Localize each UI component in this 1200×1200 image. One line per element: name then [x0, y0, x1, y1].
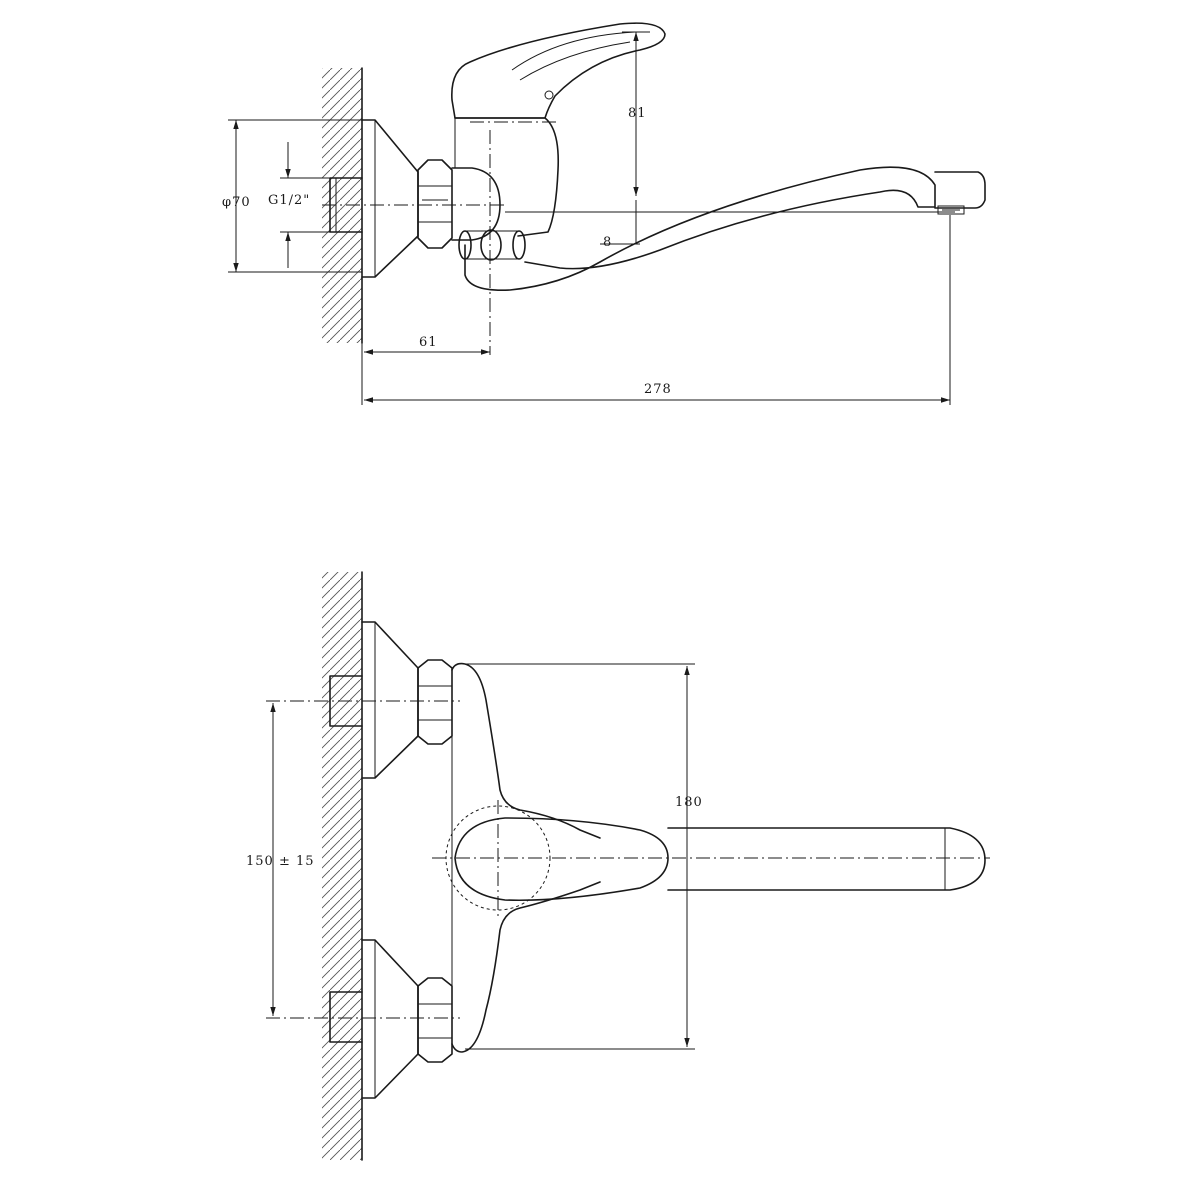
escutcheon-top	[361, 621, 419, 779]
dim-thread-label: G1/2"	[268, 193, 310, 208]
lever-handle	[451, 22, 666, 119]
hex-nut	[417, 159, 453, 249]
inlet-pipe-bottom	[329, 991, 363, 1043]
wall-hatch-bottom	[322, 572, 362, 1160]
aerator	[937, 205, 965, 215]
dim-spacing-label: 150 ± 15	[246, 854, 315, 869]
lever-front	[454, 817, 669, 902]
front-view: 150 ± 15 180	[246, 571, 990, 1161]
dim-length-label: 278	[644, 382, 672, 397]
hex-nut-bottom	[417, 977, 453, 1063]
spout-front	[667, 827, 986, 891]
spout	[464, 166, 936, 292]
dim-span-label: 180	[675, 795, 703, 810]
escutcheon-flange	[361, 119, 419, 278]
dim-height-label: 81	[628, 106, 647, 121]
side-view: φ70 G1/2" 81 8 61 278	[222, 22, 986, 405]
dim-depth-label: 61	[419, 335, 438, 350]
dim-outlet-label: 8	[603, 235, 612, 250]
escutcheon-bottom	[361, 939, 419, 1099]
inlet-pipe-top	[329, 675, 363, 727]
dim-diameter-label: φ70	[222, 195, 251, 210]
mixer-body-front	[451, 662, 601, 1053]
hex-nut-top	[417, 659, 453, 745]
mixer-body	[454, 117, 560, 237]
